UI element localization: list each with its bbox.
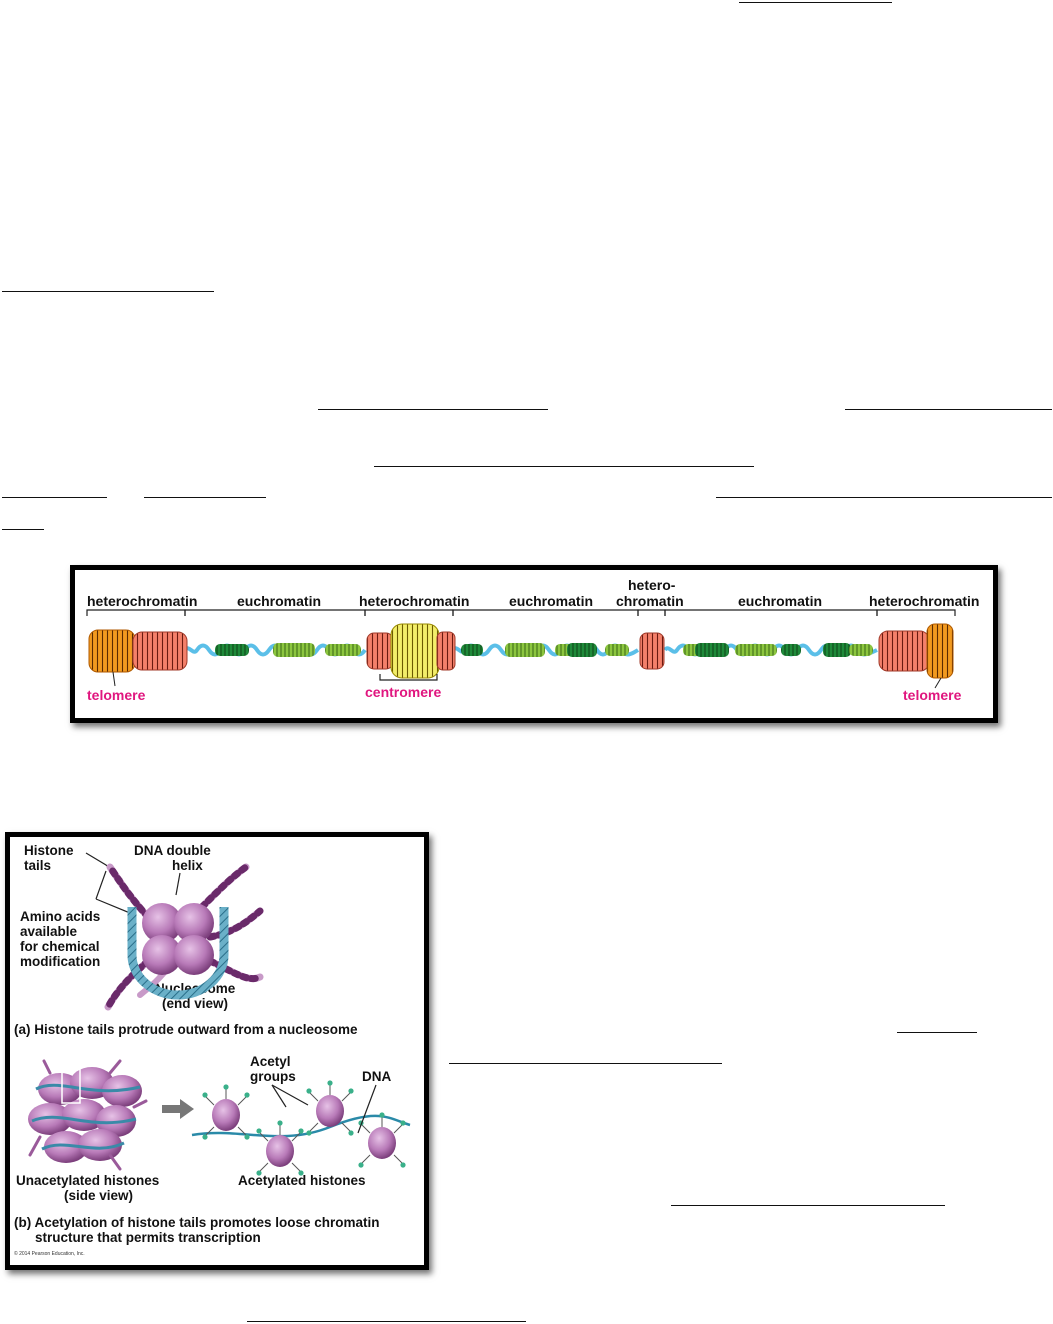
label-acetylated: Acetylated histones xyxy=(238,1173,366,1188)
label-amino-2: available xyxy=(20,924,78,939)
label-unacetylated-1: Unacetylated histones xyxy=(16,1173,159,1188)
caption-b-2: structure that permits transcription xyxy=(35,1230,261,1245)
blank-line-2[interactable] xyxy=(2,291,214,292)
telomere-left-label: telomere xyxy=(87,687,146,703)
region-label-heterochromatin-1: heterochromatin xyxy=(87,593,197,609)
unacetylated-cluster xyxy=(28,1059,148,1171)
copyright-text: © 2014 Pearson Education, Inc. xyxy=(14,1250,85,1257)
pointer-lines-b xyxy=(271,1084,377,1134)
blank-line-10[interactable] xyxy=(897,1032,977,1033)
heterochromatin-block-2a xyxy=(366,632,394,670)
blank-line-6[interactable] xyxy=(2,497,107,498)
region-label-hetero-line2: chromatin xyxy=(616,593,684,609)
blank-line-11[interactable] xyxy=(449,1063,722,1064)
nucleosome-core xyxy=(142,903,214,975)
region-brackets xyxy=(86,609,956,616)
centromere-block xyxy=(390,623,440,679)
euchromatin-beads-2 xyxy=(461,643,629,657)
heterochromatin-block-3 xyxy=(639,632,665,670)
heterochromatin-block-1 xyxy=(132,631,188,671)
telomere-right-pointer xyxy=(934,677,942,689)
blank-line-13[interactable] xyxy=(247,1321,526,1322)
label-amino-1: Amino acids xyxy=(20,909,100,924)
telomere-left-block xyxy=(88,629,136,673)
region-label-hetero-line1: hetero- xyxy=(628,577,676,593)
caption-a: (a) Histone tails protrude outward from … xyxy=(14,1022,358,1037)
blank-line-5[interactable] xyxy=(374,466,754,467)
blank-line-1[interactable] xyxy=(739,2,892,3)
histone-diagram: Histone tails DNA double helix Amino aci… xyxy=(14,843,411,1257)
region-label-euchromatin-2: euchromatin xyxy=(509,593,593,609)
arrow-icon xyxy=(162,1099,194,1119)
label-dna-helix-1: DNA double xyxy=(134,843,211,858)
caption-b-1: (b) Acetylation of histone tails promote… xyxy=(14,1215,380,1230)
blank-line-4[interactable] xyxy=(845,409,1052,410)
label-histone-tails-2: tails xyxy=(24,858,51,873)
blank-line-7[interactable] xyxy=(144,497,266,498)
region-label-heterochromatin-3: heterochromatin xyxy=(869,593,979,609)
euchromatin-beads-3 xyxy=(683,643,873,657)
blank-line-9[interactable] xyxy=(2,529,44,530)
label-nucleosome-2: (end view) xyxy=(162,996,228,1011)
chromosome-diagram: heterochromatin euchromatin heterochroma… xyxy=(86,577,979,703)
dna-wrap xyxy=(127,907,229,1000)
label-dna: DNA xyxy=(362,1069,391,1084)
centromere-bracket xyxy=(379,674,438,681)
region-label-euchromatin-3: euchromatin xyxy=(738,593,822,609)
heterochromatin-block-4 xyxy=(878,630,930,672)
label-amino-4: modification xyxy=(20,954,100,969)
telomere-right-block xyxy=(926,623,954,679)
label-acetyl-1: Acetyl xyxy=(250,1054,291,1069)
acetylated-nucleosomes xyxy=(202,1080,406,1176)
telomere-left-pointer xyxy=(112,671,116,687)
centromere-label: centromere xyxy=(365,684,441,700)
region-label-euchromatin-1: euchromatin xyxy=(237,593,321,609)
telomere-right-label: telomere xyxy=(903,687,962,703)
label-histone-tails-1: Histone xyxy=(24,843,74,858)
dna-strand-loose xyxy=(191,1114,411,1138)
blank-line-3[interactable] xyxy=(318,409,548,410)
label-dna-helix-2: helix xyxy=(172,858,203,873)
label-amino-3: for chemical xyxy=(20,939,100,954)
label-unacetylated-2: (side view) xyxy=(64,1188,133,1203)
chromosome-figure: heterochromatin euchromatin heterochroma… xyxy=(70,565,998,723)
region-label-heterochromatin-2: heterochromatin xyxy=(359,593,469,609)
blank-line-8[interactable] xyxy=(716,497,1052,498)
label-acetyl-2: groups xyxy=(250,1069,296,1084)
histone-figure: Histone tails DNA double helix Amino aci… xyxy=(5,832,429,1270)
heterochromatin-block-2b xyxy=(436,631,456,671)
euchromatin-beads-1 xyxy=(215,643,361,657)
blank-line-12[interactable] xyxy=(671,1205,945,1206)
